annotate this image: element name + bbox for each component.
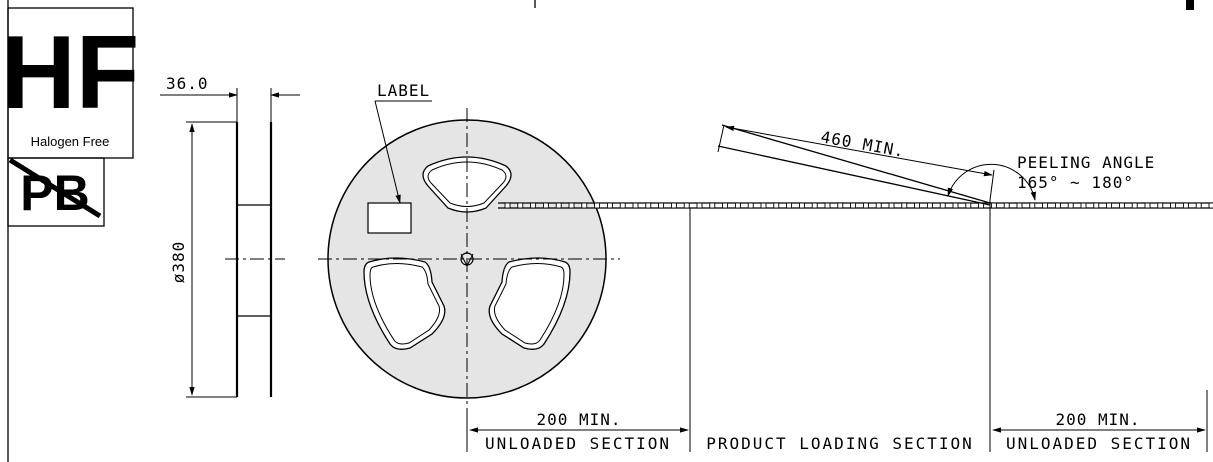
tape-pocket xyxy=(798,202,805,209)
tape-pocket xyxy=(1118,202,1125,209)
tape-pocket xyxy=(1131,202,1138,209)
tape-pocket xyxy=(901,202,908,209)
tape-pocket xyxy=(760,202,767,209)
carrier-tape xyxy=(498,202,1213,209)
peel-angle-range: 165° ~ 180° xyxy=(1017,173,1134,192)
reel-window-left xyxy=(363,257,446,350)
tape-pocket xyxy=(747,202,754,209)
width-dim-label: 36.0 xyxy=(166,74,209,93)
tape-pocket xyxy=(606,202,613,209)
tape-pocket xyxy=(1067,202,1074,209)
tape-pocket xyxy=(1029,202,1036,209)
tape-pocket xyxy=(1003,202,1010,209)
tape-pocket xyxy=(555,202,562,209)
tape-pocket xyxy=(568,202,575,209)
reel-label-box xyxy=(367,202,412,234)
hf-caption: Halogen Free xyxy=(31,134,110,149)
diameter-dim-label: ø380 xyxy=(169,241,188,284)
tape-pocket xyxy=(773,202,780,209)
hf-title: HF xyxy=(1,15,140,131)
tape-pocket xyxy=(504,202,511,209)
tape-pocket xyxy=(786,202,793,209)
tape-pocket xyxy=(542,202,549,209)
tape-pocket xyxy=(952,202,959,209)
tape-pocket xyxy=(811,202,818,209)
tape-pocket xyxy=(824,202,831,209)
tape-pocket xyxy=(619,202,626,209)
tape-pocket xyxy=(670,202,677,209)
tape-pocket xyxy=(990,202,997,209)
tape-pocket xyxy=(926,202,933,209)
product-loading-label: PRODUCT LOADING SECTION xyxy=(706,434,974,453)
left-section-dim: 200 MIN. xyxy=(536,410,621,429)
halogen-free-badge: HF Halogen Free xyxy=(1,7,140,159)
reel-front-view: LABEL xyxy=(318,81,620,410)
tape-pocket xyxy=(632,202,639,209)
tape-pocket xyxy=(1106,202,1113,209)
tape-pocket xyxy=(722,202,729,209)
peeling-detail: 460 MIN. PEELING ANGLE 165° ~ 180° xyxy=(717,124,1155,206)
tape-pocket xyxy=(709,202,716,209)
tape-pocket xyxy=(875,202,882,209)
peel-angle-title: PEELING ANGLE xyxy=(1017,153,1155,172)
tape-pocket xyxy=(1208,202,1213,209)
tape-pocket xyxy=(530,202,537,209)
tape-pocket xyxy=(696,202,703,209)
tape-pocket xyxy=(1157,202,1164,209)
right-section-dim: 200 MIN. xyxy=(1055,410,1140,429)
tape-pocket xyxy=(1042,202,1049,209)
tape-pocket xyxy=(658,202,665,209)
tape-pocket xyxy=(1144,202,1151,209)
tape-pocket xyxy=(850,202,857,209)
tape-pocket xyxy=(1182,202,1189,209)
label-callout: LABEL xyxy=(377,81,430,100)
tape-pocket xyxy=(517,202,524,209)
tape-pocket xyxy=(645,202,652,209)
left-unloaded-label: UNLOADED SECTION xyxy=(485,434,671,453)
section-labels: UNLOADED SECTION PRODUCT LOADING SECTION… xyxy=(485,434,1192,453)
tape-pocket xyxy=(862,202,869,209)
tape-pocket xyxy=(1170,202,1177,209)
tape-pocket xyxy=(914,202,921,209)
tape-pocket xyxy=(1093,202,1100,209)
tape-pocket xyxy=(837,202,844,209)
tape-pocket xyxy=(1195,202,1202,209)
tape-pocket xyxy=(734,202,741,209)
tape-pockets xyxy=(504,202,1213,209)
tape-pocket xyxy=(939,202,946,209)
reel-window-right xyxy=(488,257,571,350)
tape-pocket xyxy=(683,202,690,209)
section-dimensions: 200 MIN. 200 MIN. xyxy=(469,410,1206,433)
tape-pocket xyxy=(594,202,601,209)
lead-free-badge: PB xyxy=(7,157,105,227)
pb-strike-line xyxy=(8,157,102,219)
tape-pocket xyxy=(1080,202,1087,209)
right-unloaded-label: UNLOADED SECTION xyxy=(1006,434,1192,453)
reel-side-view: 36.0 ø380 xyxy=(160,74,300,398)
tape-pocket xyxy=(581,202,588,209)
tape-pocket xyxy=(965,202,972,209)
peel-length-dim: 460 MIN. xyxy=(819,127,906,161)
tape-pocket xyxy=(1054,202,1061,209)
tape-pocket xyxy=(1016,202,1023,209)
section-boundaries xyxy=(466,200,1208,452)
tape-pocket xyxy=(888,202,895,209)
